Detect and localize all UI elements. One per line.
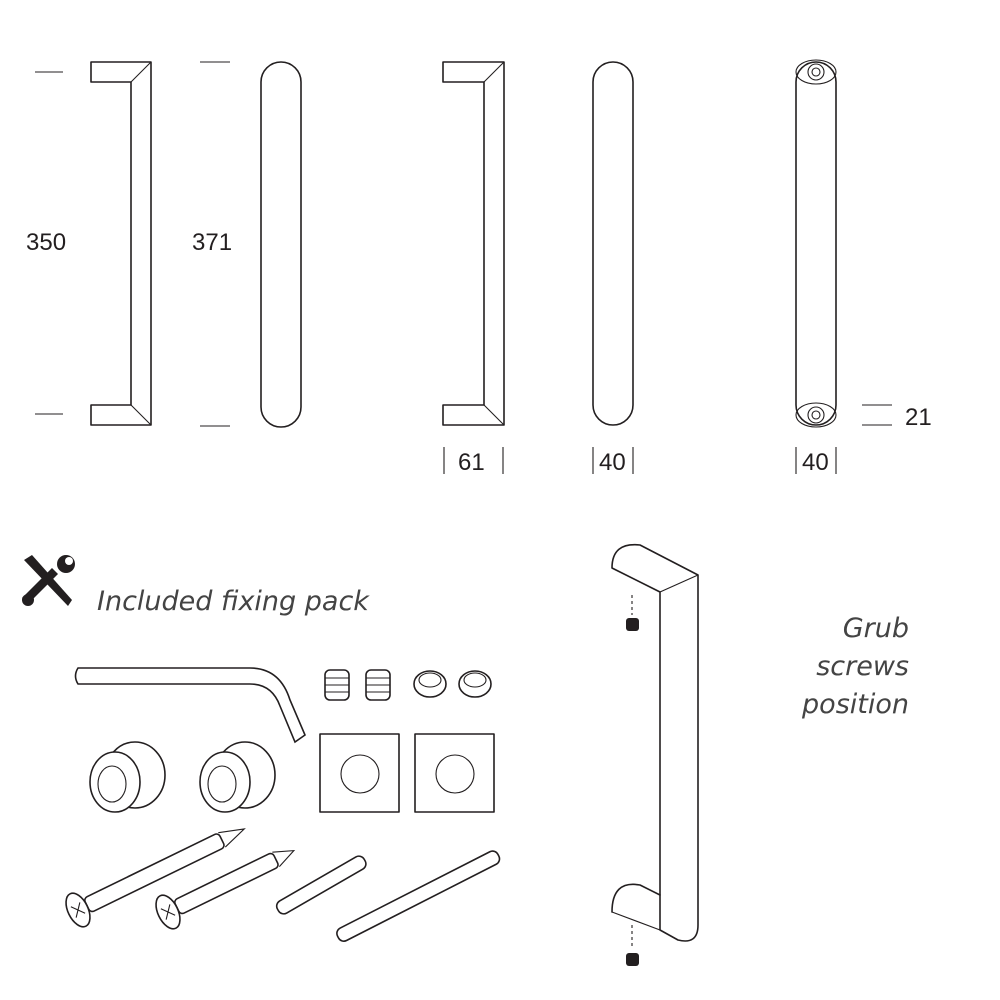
dimension-40-front: 40 — [592, 447, 634, 476]
rod-view — [260, 61, 302, 428]
svg-text:screws: screws — [816, 651, 909, 682]
dimension-371: 371 — [192, 61, 232, 427]
grub-screws — [324, 669, 391, 701]
dimension-label: 371 — [192, 229, 232, 256]
handle-side-view-2 — [442, 61, 505, 426]
tools-icon — [22, 555, 75, 606]
dimension-21: 21 — [862, 404, 932, 431]
dimension-350: 350 — [26, 71, 66, 415]
fixing-sleeves — [89, 741, 276, 813]
dimension-61: 61 — [443, 447, 504, 476]
handle-side-view — [90, 61, 152, 426]
grub-screw-markers — [626, 618, 639, 966]
dimension-label: 40 — [599, 449, 626, 476]
allen-key — [74, 667, 306, 744]
dimension-label: 350 — [26, 229, 66, 256]
dimension-label: 21 — [905, 404, 932, 431]
handle-3d-view — [611, 543, 699, 948]
handle-front-view — [592, 61, 634, 426]
svg-text:position: position — [801, 689, 909, 720]
square-plates — [319, 733, 495, 813]
cover-caps — [413, 670, 492, 698]
handle-back-view — [795, 59, 837, 428]
fixing-pack-label: Included fixing pack — [97, 586, 370, 617]
threaded-rods — [275, 850, 501, 942]
dimension-label: 40 — [802, 449, 829, 476]
wood-screws — [65, 828, 296, 930]
svg-text:Grub: Grub — [843, 613, 909, 644]
dimension-label: 61 — [458, 449, 485, 476]
grub-screws-caption: Grub screws position — [801, 613, 909, 720]
dimension-40-back: 40 — [795, 447, 837, 476]
